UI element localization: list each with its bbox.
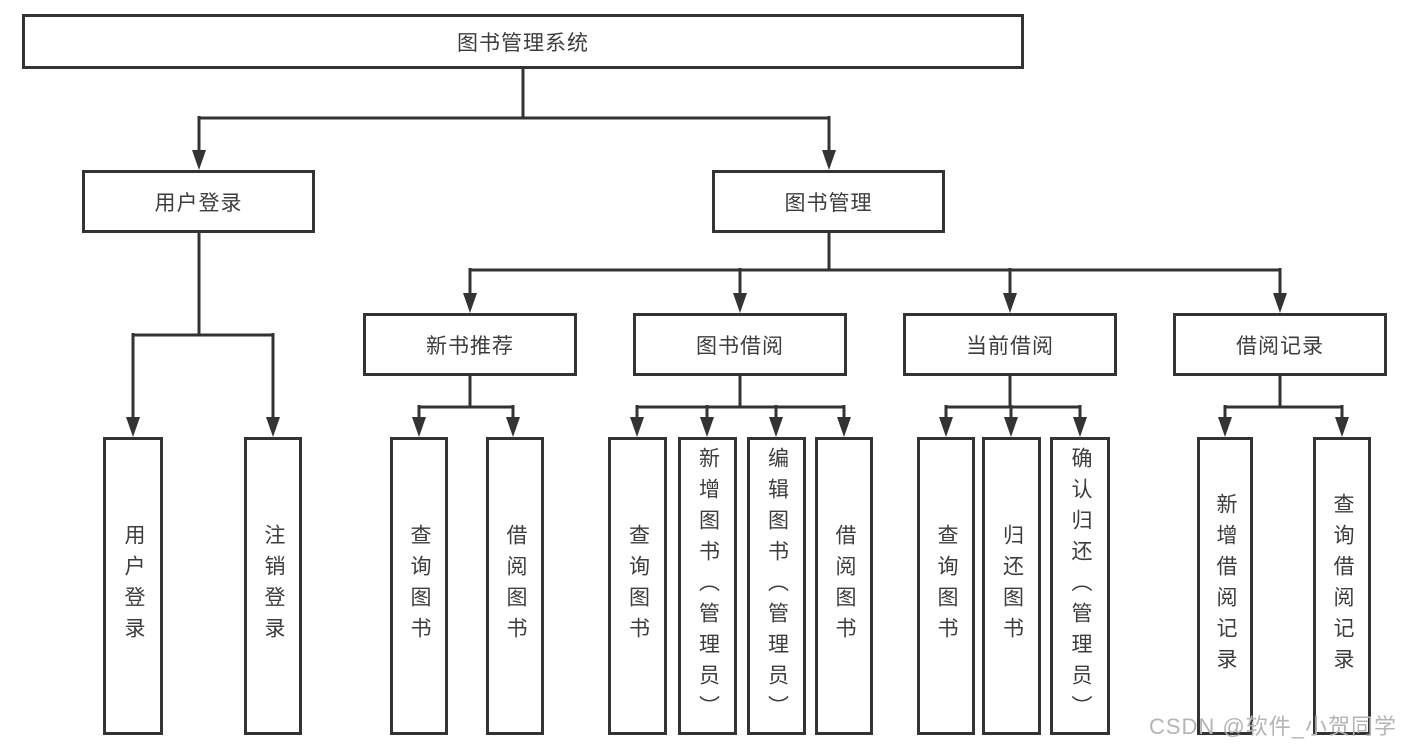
leaf-label: 归还图书 bbox=[1000, 524, 1024, 648]
leaf-label: 借阅图书 bbox=[504, 524, 527, 648]
leaf-query-books-recommend: 查询图书 bbox=[390, 437, 448, 735]
leaf-label: 借阅图书 bbox=[833, 524, 856, 648]
leaf-label: 确认归还（管理员） bbox=[1069, 446, 1092, 726]
leaf-user-login: 用户登录 bbox=[103, 437, 163, 735]
leaf-query-books-current: 查询图书 bbox=[917, 437, 975, 735]
node-book-borrow: 图书借阅 bbox=[633, 313, 847, 376]
leaf-add-book-admin: 新增图书（管理员） bbox=[678, 437, 737, 735]
leaf-add-borrow-record: 新增借阅记录 bbox=[1197, 437, 1253, 735]
leaf-borrow-books: 借阅图书 bbox=[815, 437, 873, 735]
leaf-label: 查询图书 bbox=[408, 524, 431, 648]
leaf-label: 用户登录 bbox=[122, 524, 145, 648]
leaf-edit-book-admin: 编辑图书（管理员） bbox=[747, 437, 806, 735]
node-root-system: 图书管理系统 bbox=[22, 14, 1024, 69]
watermark: CSDN @软件_小贺同学 bbox=[1148, 714, 1397, 739]
leaf-query-books-borrow: 查询图书 bbox=[608, 437, 667, 735]
leaf-label: 查询借阅记录 bbox=[1331, 493, 1354, 679]
node-book-management: 图书管理 bbox=[712, 170, 945, 233]
leaf-query-borrow-record: 查询借阅记录 bbox=[1313, 437, 1371, 735]
leaf-logout: 注销登录 bbox=[244, 437, 302, 735]
leaf-label: 编辑图书（管理员） bbox=[765, 446, 789, 726]
leaf-label: 新增图书（管理员） bbox=[696, 446, 720, 726]
node-new-book-recommend: 新书推荐 bbox=[363, 313, 577, 376]
leaf-borrow-books-recommend: 借阅图书 bbox=[486, 437, 544, 735]
leaf-return-book: 归还图书 bbox=[982, 437, 1041, 735]
node-current-borrow: 当前借阅 bbox=[903, 313, 1117, 376]
node-borrow-records: 借阅记录 bbox=[1173, 313, 1387, 376]
leaf-label: 新增借阅记录 bbox=[1214, 493, 1237, 679]
leaf-label: 注销登录 bbox=[262, 524, 285, 648]
leaf-confirm-return-admin: 确认归还（管理员） bbox=[1050, 437, 1110, 735]
arrowheads bbox=[126, 150, 1349, 437]
leaf-label: 查询图书 bbox=[935, 524, 958, 648]
leaf-label: 查询图书 bbox=[626, 524, 650, 648]
node-user-login: 用户登录 bbox=[82, 170, 315, 233]
